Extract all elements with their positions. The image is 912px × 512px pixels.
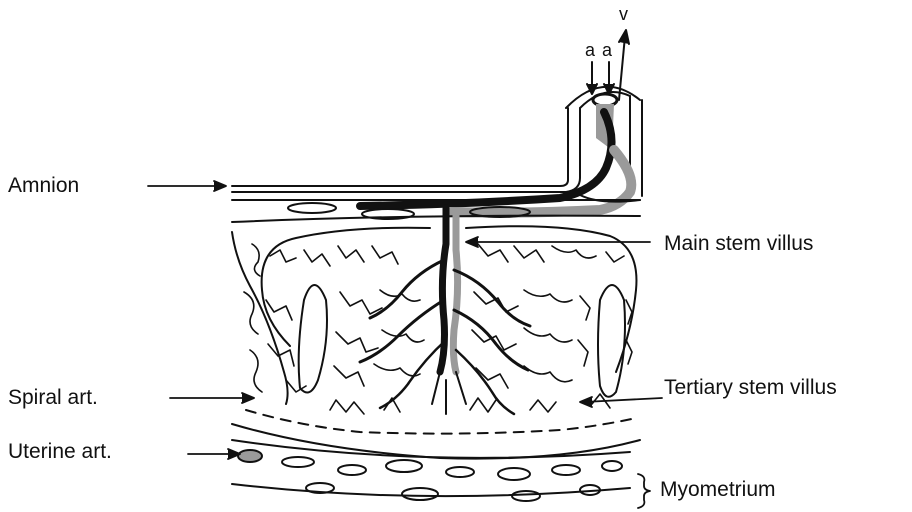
main-stem-villus-label: Main stem villus bbox=[664, 232, 813, 256]
vessel-a-label-2: a bbox=[602, 40, 612, 60]
amnion-label: Amnion bbox=[8, 174, 79, 198]
vessel-a-label-1: a bbox=[585, 40, 595, 60]
tertiary-stem-villus-label: Tertiary stem villus bbox=[664, 376, 837, 400]
spiral-art-label: Spiral art. bbox=[8, 386, 98, 410]
vessel-v-label: v bbox=[619, 4, 628, 24]
villi-right bbox=[470, 244, 632, 412]
myometrium-layer bbox=[232, 440, 630, 501]
uterine-art-label: Uterine art. bbox=[8, 440, 112, 464]
myometrium-label: Myometrium bbox=[660, 478, 776, 502]
cotyledon-outlines bbox=[232, 226, 640, 458]
umbilical-cord bbox=[232, 87, 642, 213]
villi-left bbox=[244, 244, 424, 414]
